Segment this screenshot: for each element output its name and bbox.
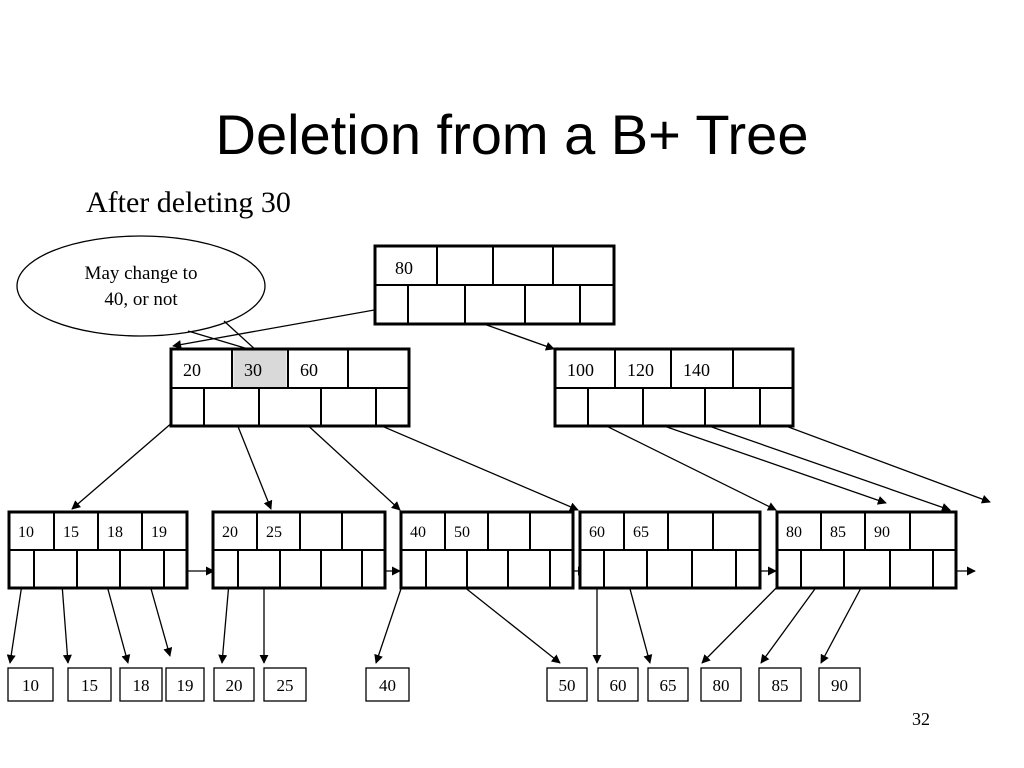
record-box: 85 [758,667,802,702]
record-key: 19 [177,676,194,695]
callout-text: May change to [85,263,198,284]
record-box: 80 [700,667,742,702]
node-key: 140 [683,360,710,380]
node-key: 20 [222,524,238,541]
record-box: 15 [67,667,112,702]
record-key: 90 [831,676,848,695]
record-key: 60 [610,676,627,695]
internal-node-2: 100 120 140 [553,347,795,428]
root-node: 80 [373,244,616,326]
node-key: 85 [830,524,846,541]
callout-bubble: May change to 40, or not [16,235,266,353]
record-key: 40 [379,676,396,695]
highlighted-key-cell [233,350,287,388]
record-key: 50 [559,676,576,695]
record-key: 18 [133,676,150,695]
leaf-node-1: 10 15 18 19 [7,510,189,590]
record-box: 90 [818,667,861,702]
node-key: 10 [18,524,34,541]
node-key: 19 [151,524,167,541]
record-key: 25 [277,676,294,695]
leaf-node-4: 60 65 [578,510,762,590]
record-key: 15 [81,676,98,695]
record-box: 18 [119,667,163,702]
leaf-node-3: 40 50 [399,510,575,590]
record-box: 10 [7,667,54,702]
record-key: 80 [713,676,730,695]
pointer-arrow [172,306,392,350]
node-key: 15 [63,524,79,541]
record-key: 20 [226,676,243,695]
record-key: 65 [660,676,677,695]
node-key: 18 [107,524,123,541]
node-key: 80 [786,524,802,541]
leaf-node-5: 80 85 90 [775,510,958,590]
record-box: 65 [647,667,689,702]
node-key: 90 [874,524,890,541]
record-box: 20 [213,667,255,702]
node-key: 30 [244,360,262,380]
record-key: 10 [22,676,39,695]
node-key: 80 [395,258,413,278]
slide-number: 32 [912,709,930,729]
record-box: 25 [263,667,307,702]
record-box: 19 [165,667,205,702]
node-key: 65 [633,524,649,541]
node-key: 60 [300,360,318,380]
node-key: 120 [627,360,654,380]
node-key: 60 [589,524,605,541]
slide-title: Deletion from a B+ Tree [215,103,809,166]
record-box: 50 [546,667,588,702]
node-key: 100 [567,360,594,380]
pointer-arrow [682,416,951,512]
node-key: 50 [454,524,470,541]
node-key: 25 [266,524,282,541]
record-box: 60 [597,667,639,702]
callout-text: 40, or not [104,289,178,310]
slide-subtitle: After deleting 30 [86,186,291,219]
node-key: 20 [183,360,201,380]
internal-node-1: 20 30 60 [169,347,411,428]
record-box: 40 [365,667,410,702]
node-key: 40 [410,524,426,541]
pointer-arrow [71,408,189,510]
record-key: 85 [772,676,789,695]
